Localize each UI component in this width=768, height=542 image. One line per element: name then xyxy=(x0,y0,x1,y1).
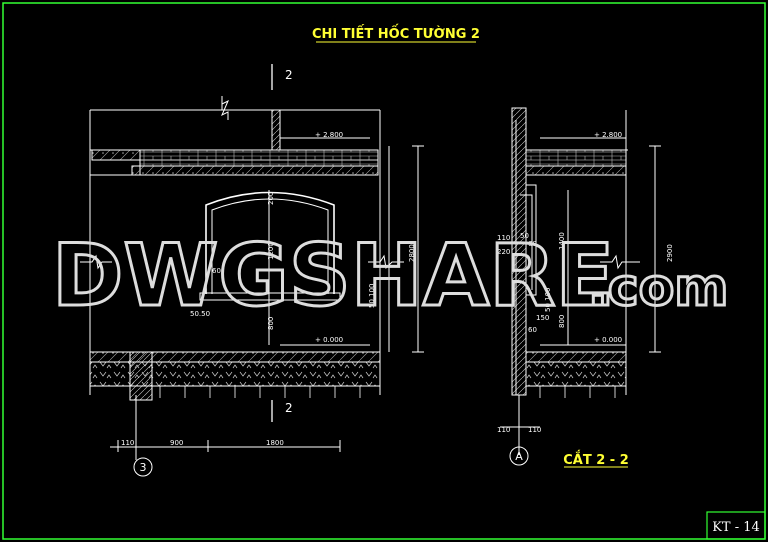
dim-900: 900 xyxy=(170,439,183,447)
section-title: CẮT 2 - 2 xyxy=(563,451,629,468)
watermark: DWGSHARE xyxy=(52,226,614,326)
sheet-code: KT - 14 xyxy=(712,520,760,535)
elev-floor-right: + 0.000 xyxy=(594,336,622,344)
sec-dim-50-100: 50 100 xyxy=(544,288,552,313)
watermark-suffix: .com xyxy=(588,258,729,318)
dim-50-100: 50 100 xyxy=(368,284,376,309)
dim-110-bottom: 110 xyxy=(121,439,134,447)
sec-dim-220: 220 xyxy=(497,248,510,256)
cut-marker-top: 2 xyxy=(285,68,293,82)
sec-dim-2900: 2900 xyxy=(666,244,674,262)
sec-dim-150: 150 xyxy=(536,314,549,322)
sec-dim-800: 800 xyxy=(558,315,566,328)
sec-dim-50: 50 xyxy=(520,232,529,240)
sec-dim-110: 110 xyxy=(497,234,510,242)
dim-2800: 2800 xyxy=(408,244,416,262)
dim-60: 60 xyxy=(212,267,221,275)
grid-axis-right: A xyxy=(515,450,523,463)
sec-dim-60-low: 60 xyxy=(528,326,537,334)
sheet-code-box xyxy=(706,511,766,540)
elev-top-right: + 2.800 xyxy=(594,131,622,139)
dim-50-50: 50.50 xyxy=(190,310,210,318)
elev-floor-left: + 0.000 xyxy=(315,336,343,344)
drawing-title: CHI TIẾT HỐC TƯỜNG 2 xyxy=(312,24,480,42)
grid-axis-left: 3 xyxy=(140,461,147,474)
elevation-view xyxy=(80,64,424,477)
elev-top-left: + 2.800 xyxy=(315,131,343,139)
dim-800-left: 800 xyxy=(267,317,275,330)
dim-1200: 1200 xyxy=(267,242,275,260)
sec-dim-60: 60 xyxy=(528,240,537,248)
sec-dim-1400: 1400 xyxy=(558,232,566,250)
dim-200: 200 xyxy=(267,192,275,205)
sec-dim-110-b: 110 xyxy=(528,426,541,434)
cut-marker-bottom: 2 xyxy=(285,401,293,415)
dim-1800: 1800 xyxy=(266,439,284,447)
sec-dim-110-a: 110 xyxy=(497,426,510,434)
section-view xyxy=(500,107,661,466)
